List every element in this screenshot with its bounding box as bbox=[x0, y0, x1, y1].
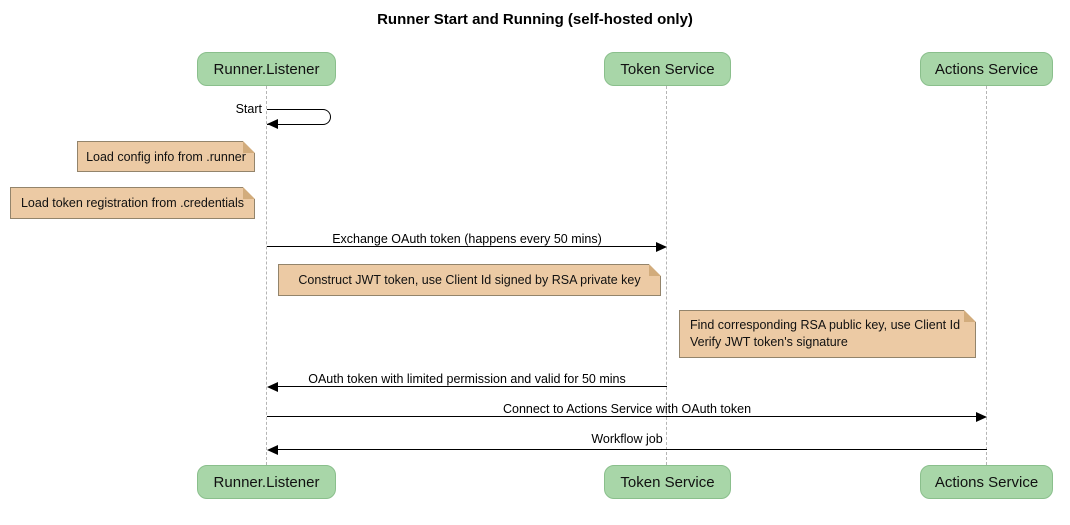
note-load-token-registration: Load token registration from .credential… bbox=[10, 187, 255, 219]
lifeline-runner-listener bbox=[266, 86, 267, 465]
participant-label: Actions Service bbox=[934, 60, 1039, 78]
participant-bottom-actions-service: Actions Service bbox=[920, 465, 1053, 499]
arrowhead-left-icon bbox=[267, 445, 278, 455]
note-fold-icon bbox=[964, 310, 976, 322]
participant-label: Runner.Listener bbox=[213, 60, 320, 78]
note-text: Construct JWT token, use Client Id signe… bbox=[298, 273, 641, 287]
arrowhead-right-icon bbox=[976, 412, 987, 422]
arrowhead-left-icon bbox=[267, 119, 278, 129]
participant-top-token-service: Token Service bbox=[604, 52, 731, 86]
lifeline-token-service bbox=[666, 86, 667, 465]
message-line bbox=[267, 246, 658, 247]
participant-bottom-runner-listener: Runner.Listener bbox=[197, 465, 336, 499]
note-fold-icon bbox=[243, 187, 255, 199]
arrowhead-right-icon bbox=[656, 242, 667, 252]
message-line bbox=[267, 416, 978, 417]
participant-label: Runner.Listener bbox=[213, 473, 320, 491]
message-label-oauth-token: OAuth token with limited permission and … bbox=[308, 372, 626, 386]
arrowhead-left-icon bbox=[267, 382, 278, 392]
diagram-title: Runner Start and Running (self-hosted on… bbox=[377, 11, 693, 28]
lifeline-actions-service bbox=[986, 86, 987, 465]
note-verify-jwt: Find corresponding RSA public key, use C… bbox=[679, 310, 976, 358]
note-text: Find corresponding RSA public key, use C… bbox=[690, 317, 960, 351]
participant-top-actions-service: Actions Service bbox=[920, 52, 1053, 86]
participant-label: Token Service bbox=[620, 60, 715, 78]
note-fold-icon bbox=[649, 264, 661, 276]
note-text: Load config info from .runner bbox=[86, 149, 246, 164]
participant-bottom-token-service: Token Service bbox=[604, 465, 731, 499]
message-line bbox=[278, 449, 987, 450]
note-construct-jwt: Construct JWT token, use Client Id signe… bbox=[278, 264, 661, 296]
note-text: Load token registration from .credential… bbox=[20, 196, 245, 210]
participant-label: Actions Service bbox=[934, 473, 1039, 491]
message-line bbox=[278, 386, 667, 387]
message-label-exchange-oauth: Exchange OAuth token (happens every 50 m… bbox=[332, 232, 602, 246]
note-load-config: Load config info from .runner bbox=[77, 141, 255, 172]
note-text-line: Verify JWT token's signature bbox=[690, 335, 848, 349]
note-fold-icon bbox=[243, 141, 255, 153]
message-label-workflow-job: Workflow job bbox=[591, 432, 663, 446]
participant-top-runner-listener: Runner.Listener bbox=[197, 52, 336, 86]
message-label-connect-actions: Connect to Actions Service with OAuth to… bbox=[502, 402, 752, 416]
note-text-line: Find corresponding RSA public key, use C… bbox=[690, 318, 961, 332]
self-message-loop bbox=[267, 109, 331, 125]
participant-label: Token Service bbox=[620, 473, 715, 491]
message-label-start: Start bbox=[235, 102, 262, 116]
